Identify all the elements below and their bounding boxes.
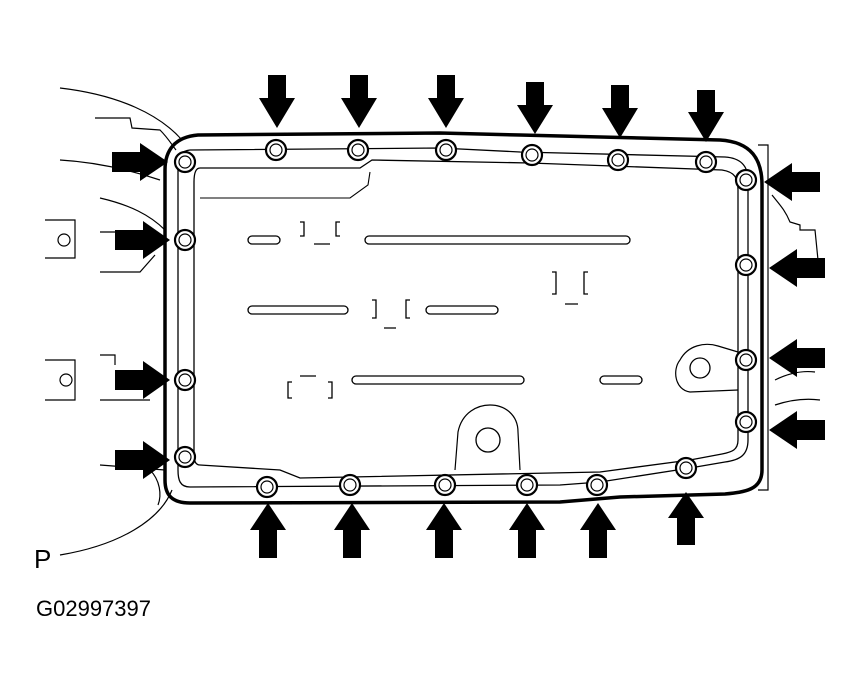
bolt-icon <box>694 150 718 174</box>
arrow-left-icon <box>764 163 820 201</box>
arrow-down-icon <box>428 75 464 128</box>
side-boss <box>675 343 739 393</box>
bolt-icon <box>264 138 288 162</box>
bolt-icon <box>434 138 458 162</box>
bolt-icon <box>255 475 279 499</box>
bolt-icon <box>520 143 544 167</box>
arrow-right-icon <box>115 221 170 259</box>
arrow-left-icon <box>769 249 825 287</box>
arrow-down-icon <box>517 82 553 134</box>
figure-code: G02997397 <box>36 596 151 621</box>
bolt-icon <box>346 138 370 162</box>
drain-plug-hole <box>475 427 501 453</box>
bolt-icon <box>674 456 698 480</box>
pan-ribs <box>247 221 643 399</box>
arrow-up-icon <box>334 503 370 558</box>
drain-boss <box>454 404 521 471</box>
arrow-up-icon <box>580 503 616 558</box>
arrow-left-icon <box>769 339 825 377</box>
bolt-icon <box>734 253 758 277</box>
bolt-icon <box>173 228 197 252</box>
gasket-rail <box>177 147 749 488</box>
arrow-up-icon <box>426 503 462 558</box>
oil-pan-outer-flange <box>163 131 764 505</box>
side-hole <box>689 357 711 379</box>
arrow-down-icon <box>341 75 377 128</box>
bolt-icon <box>585 473 609 497</box>
arrows-right <box>112 143 170 479</box>
arrow-up-icon <box>509 503 545 558</box>
arrow-down-icon <box>259 75 295 128</box>
arrow-right-icon <box>115 441 170 479</box>
bolt-icon <box>338 473 362 497</box>
arrows-left <box>764 163 825 449</box>
arrow-up-icon <box>668 492 704 545</box>
arrow-up-icon <box>250 503 286 558</box>
bolt-icon <box>173 445 197 469</box>
bolt-icon <box>433 473 457 497</box>
bolt-icon <box>734 348 758 372</box>
inner-pan-edge <box>193 159 739 479</box>
arrow-right-icon <box>112 143 168 181</box>
view-label: P <box>34 544 52 574</box>
bolts <box>173 138 758 499</box>
arrow-left-icon <box>769 411 825 449</box>
arrow-right-icon <box>115 361 170 399</box>
bolt-icon <box>734 410 758 434</box>
bolt-icon <box>606 148 630 172</box>
inner-recess <box>200 171 371 199</box>
arrows-down <box>259 75 724 142</box>
bolt-icon <box>515 473 539 497</box>
arrows-up <box>250 492 704 558</box>
bolt-icon <box>173 150 197 174</box>
arrow-down-icon <box>602 85 638 138</box>
bolt-icon <box>173 368 197 392</box>
bolt-icon <box>734 168 758 192</box>
arrow-down-icon <box>688 90 724 142</box>
